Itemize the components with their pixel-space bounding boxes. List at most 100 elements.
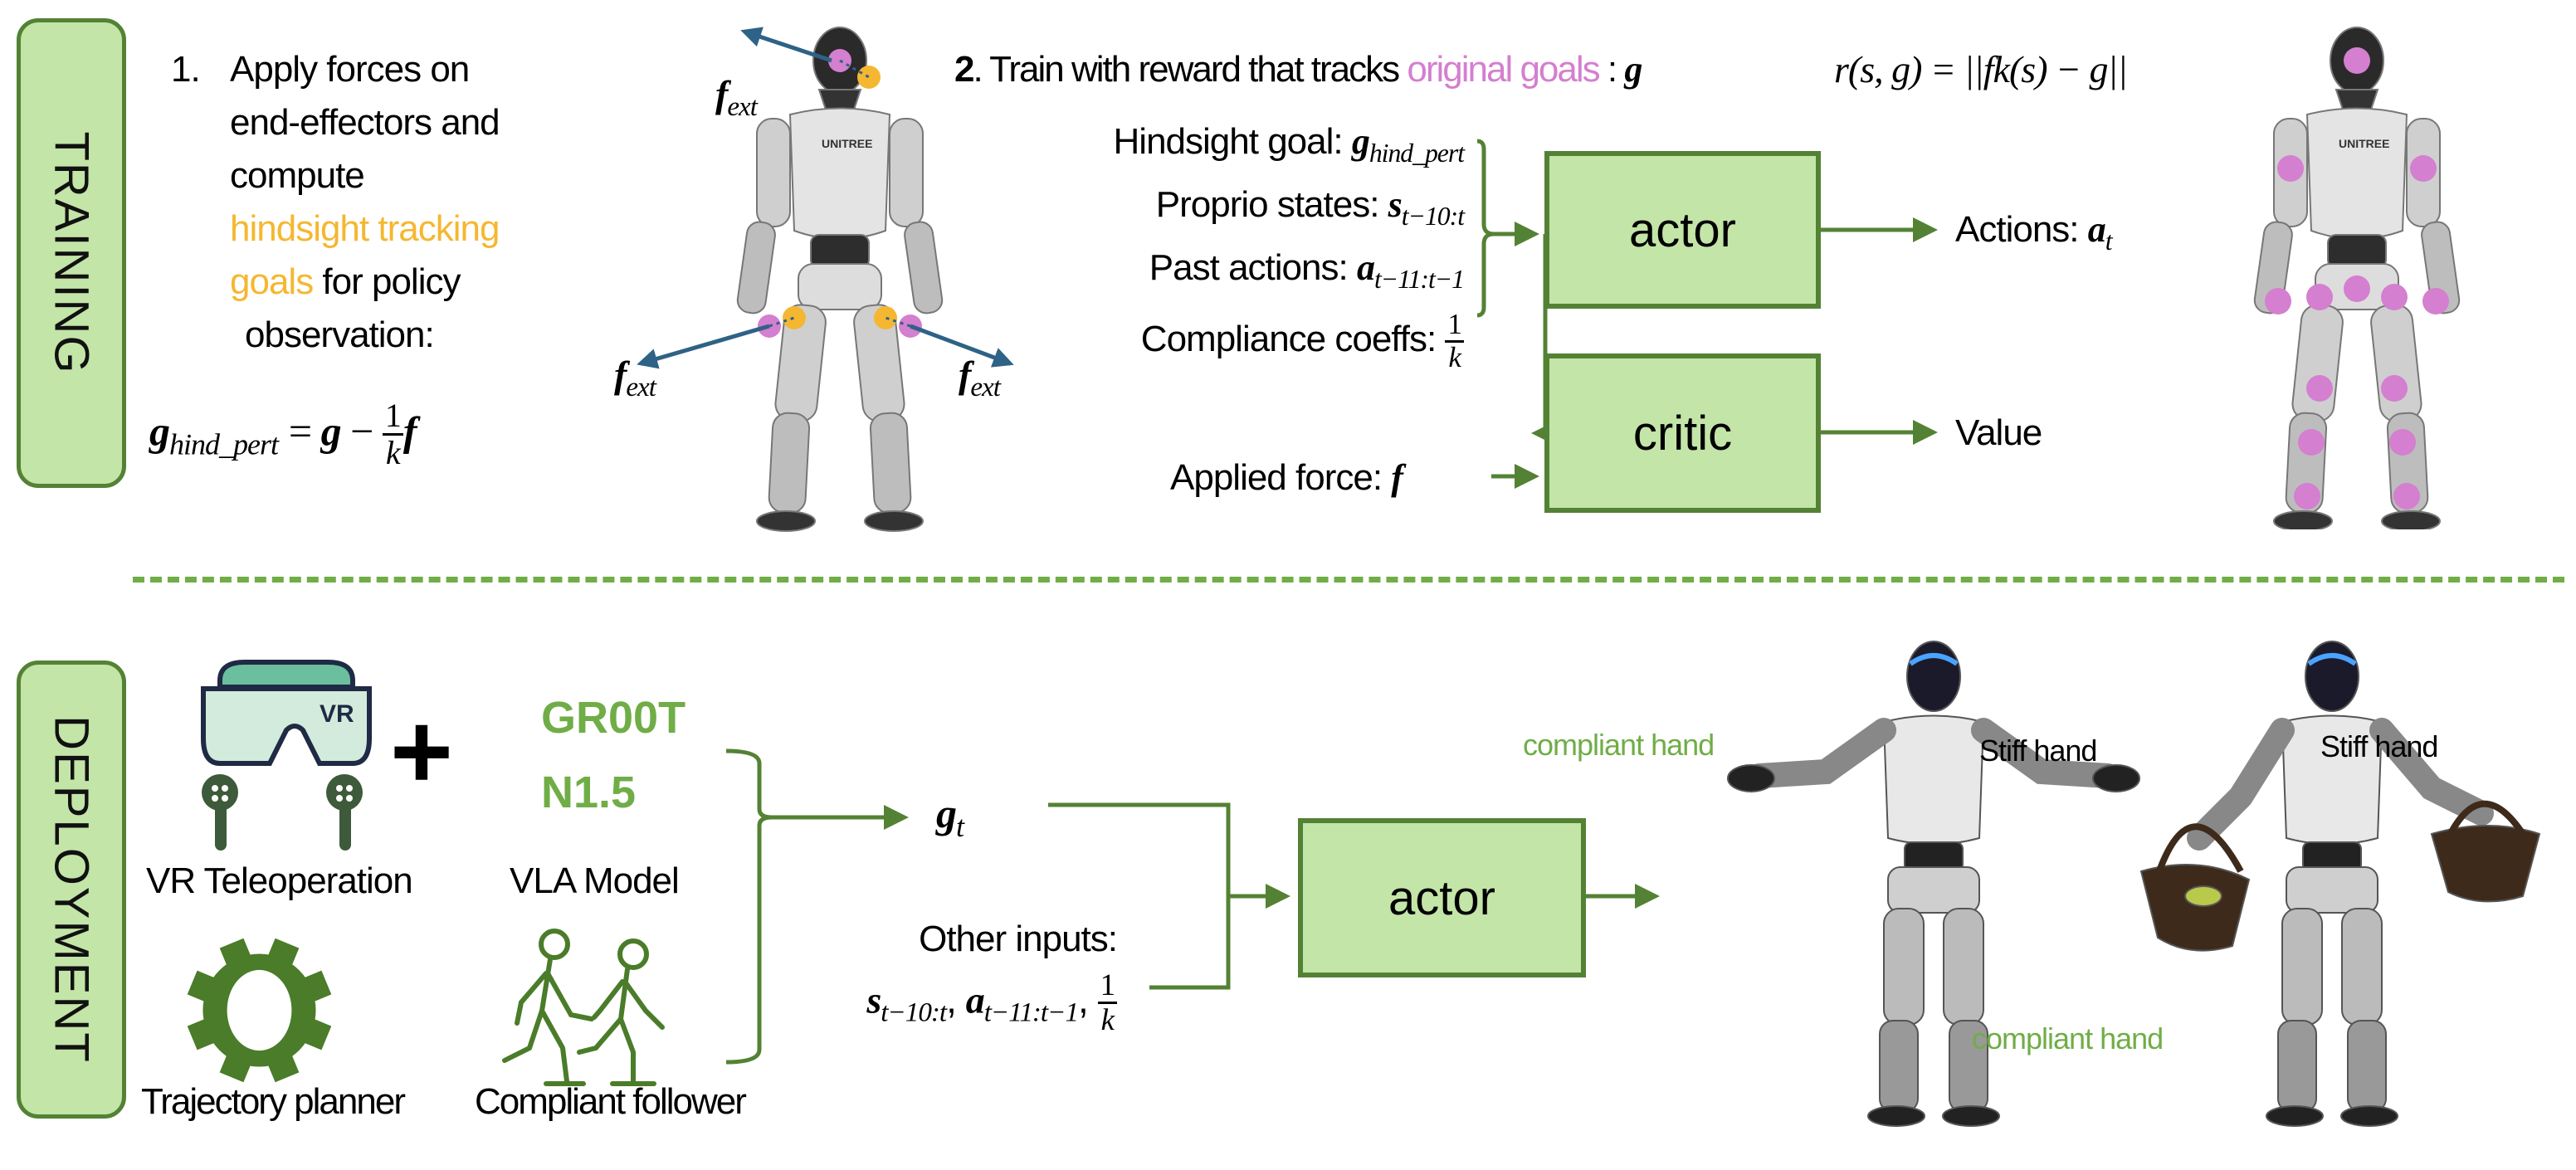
step2-title: 2. Train with reward that tracks origina… [954, 43, 1642, 96]
goal-output: gt [936, 787, 964, 853]
force-f: f [614, 353, 627, 396]
step1-line: for policy [313, 261, 461, 302]
value-output: Value [1955, 412, 2042, 453]
step2-colon: : [1598, 49, 1625, 90]
state-symbol: s [866, 978, 881, 1021]
goal-symbol: g [936, 790, 957, 836]
training-side-label: TRAINING [17, 18, 126, 488]
compliant-hand-label: compliant hand [1523, 728, 1715, 762]
input-sub: t−11:t−1 [1373, 264, 1465, 294]
deploy-bracket [725, 748, 773, 1065]
critic-block: critic [1544, 353, 1821, 513]
goal-keypoint [2344, 275, 2370, 302]
step2-number: 2 [954, 49, 975, 90]
step1-line: observation: [245, 314, 435, 355]
real-robot-photo-open-hands [1727, 641, 2140, 1127]
input-label: Hindsight goal: [1113, 121, 1352, 162]
robot-sim-perturbed: UNITREE [637, 27, 1014, 532]
step1-number: 1. [171, 49, 201, 90]
force-f: f [959, 353, 971, 396]
goal-keypoint [2381, 284, 2408, 310]
vr-icon-text: VR [320, 700, 354, 728]
real-robot-photo-baskets [2139, 641, 2541, 1127]
input-symbol: a [1356, 246, 1375, 288]
step1-line: end-effectors and [230, 102, 500, 143]
model-name-line2: N1.5 [541, 768, 637, 817]
trajectory-planner-label: Trajectory planner [141, 1081, 406, 1122]
input-symbol: s [1388, 183, 1403, 225]
step2-text: . Train with reward that tracks [973, 49, 1408, 90]
force-sub: ext [727, 91, 758, 123]
applied-force-symbol: f [1391, 457, 1403, 498]
goal-sub: t [956, 810, 964, 843]
gear-tooth [219, 938, 253, 971]
stiff-hand-label: Stiff hand [2320, 729, 2438, 763]
input-past-actions: Past actions: at−11:t−1 [1114, 242, 1465, 305]
compliant-follower-icon [502, 929, 665, 1086]
applied-force-label: Applied force: f [1170, 451, 1403, 505]
force-label: fext [959, 349, 1001, 414]
frac-num: 1 [1097, 968, 1117, 1004]
frac-den: k [1100, 1002, 1115, 1036]
input-bracket [1476, 139, 1495, 318]
compliant-follower-label: Compliant follower [475, 1081, 747, 1122]
other-inputs-label: Other inputs: [919, 919, 1118, 959]
action-symbol: a [965, 978, 985, 1021]
gear-tooth [187, 1016, 220, 1051]
actions-label: Actions: [1955, 209, 2088, 250]
step2-highlight: original goals [1407, 49, 1600, 90]
formula-g: g [320, 407, 342, 455]
compliant-hand-label: compliant hand [1972, 1021, 2164, 1055]
deployment-side-label: DEPLOYMENT [17, 661, 126, 1119]
frac-den: k [1448, 341, 1461, 374]
model-name: GR00T N1.5 [541, 680, 685, 830]
goal-keypoint [2265, 288, 2291, 314]
gear-tooth [299, 970, 332, 1004]
input-proprio: Proprio states: st−10:t [1114, 179, 1465, 242]
goal-keypoint [2277, 155, 2304, 182]
step1-text: Apply forces on end-effectors and comput… [230, 43, 500, 362]
formula-g: g [149, 407, 170, 455]
gear-tooth [219, 1050, 253, 1083]
force-label: fext [715, 68, 758, 134]
force-sub: ext [626, 372, 656, 403]
goal-keypoint [2306, 375, 2333, 402]
goal-symbol: g [1624, 49, 1642, 90]
vr-headset-icon: VR [201, 660, 372, 851]
reward-formula: r(s, g) = ||fk(s) − g|| [1834, 48, 2128, 90]
robot-sim-goals: UNITREE [2253, 27, 2461, 529]
actions-sub: t [2105, 226, 2113, 256]
actor-block: actor [1544, 151, 1821, 309]
deploy-actor-block: actor [1298, 818, 1586, 977]
step1-line: compute [230, 155, 365, 196]
formula-sub: hind_pert [169, 427, 279, 461]
input-hindsight-goal: Hindsight goal: ghind_pert [1113, 116, 1465, 179]
section-divider [133, 577, 2564, 583]
policy-inputs: Hindsight goal: ghind_pert Proprio state… [1113, 116, 1465, 374]
actions-output: Actions: at [1955, 203, 2113, 268]
formula-f: f [402, 407, 417, 455]
input-sub: t−10:t [1401, 201, 1465, 231]
action-sub: t−11:t−1 [983, 997, 1079, 1028]
frac-num: 1 [1445, 309, 1464, 344]
goal-keypoint [2393, 483, 2420, 509]
step1-highlight: hindsight tracking [230, 208, 500, 249]
force-label: fext [614, 349, 656, 414]
force-f: f [715, 73, 728, 115]
model-name-line1: GR00T [541, 693, 686, 743]
vla-model-label: VLA Model [510, 860, 680, 901]
gear-tooth [187, 970, 220, 1004]
force-sub: ext [970, 372, 1001, 403]
input-sub: hind_pert [1368, 138, 1465, 168]
plus-sign: + [390, 690, 453, 812]
goal-keypoint [2422, 288, 2449, 314]
step1-highlight: goals [230, 261, 314, 302]
applied-force-text: Applied force: [1170, 457, 1392, 498]
input-label: Proprio states: [1155, 183, 1388, 225]
goal-keypoint [2344, 47, 2370, 74]
